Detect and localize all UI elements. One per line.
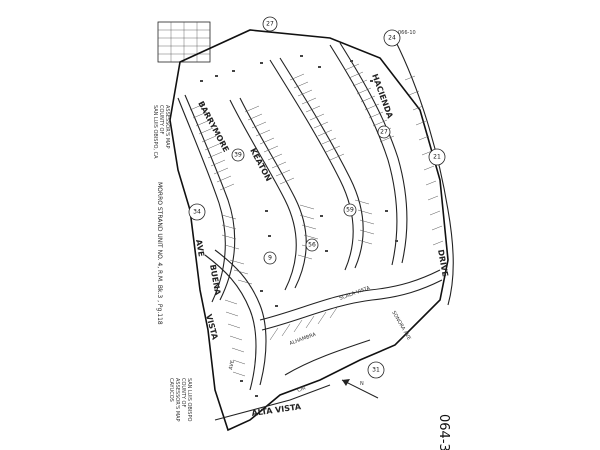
svg-text:SAN LUIS OBISPO: SAN LUIS OBISPO <box>186 378 192 421</box>
page-number: 064-33 <box>436 414 451 450</box>
svg-text:31: 31 <box>372 367 380 374</box>
label-alhambra: ALHAMBRA <box>289 332 318 347</box>
road-drive <box>394 39 454 306</box>
label-buena: BUENA <box>208 264 222 297</box>
area-circle-34: 34 <box>188 203 206 221</box>
legend-line-3: SAN LUIS OBISPO, CA <box>152 105 158 159</box>
label-ave-lower: AVE <box>228 360 236 371</box>
road-barrymore <box>184 94 236 301</box>
area-circle-27: 27 <box>262 16 278 32</box>
label-barrymore: BARRYMORE <box>196 100 230 154</box>
north-label: N <box>360 381 364 387</box>
label-alta-vista: ALTA VISTA <box>251 402 302 418</box>
svg-text:21: 21 <box>433 154 441 161</box>
lot-marks <box>200 55 398 397</box>
svg-text:24: 24 <box>388 35 396 42</box>
area-circle-59: 59 <box>343 203 357 217</box>
label-circle: CIR <box>297 385 307 394</box>
road-alta-vista <box>214 384 331 421</box>
road-alhambra <box>284 339 371 376</box>
road-hacienda <box>329 44 398 266</box>
svg-text:CAYUCOS: CAYUCOS <box>168 378 174 402</box>
road-scala-vista <box>259 269 441 321</box>
area-circle-24: 24 <box>383 29 401 47</box>
map-boundary <box>169 29 449 432</box>
svg-text:27: 27 <box>380 129 388 136</box>
label-ave: AVE <box>194 239 206 258</box>
area-circle-31: 31 <box>367 361 385 379</box>
svg-text:39: 39 <box>234 152 242 159</box>
road-buena-vista <box>204 254 257 391</box>
legend-line-1: ASSESSOR'S MAP <box>164 105 170 149</box>
area-circle-9: 9 <box>263 251 277 265</box>
road-center <box>269 59 354 271</box>
svg-text:9: 9 <box>268 255 272 262</box>
bottom-left-note: CAYUCOS ASSESSOR'S MAP COUNTY OF SAN LUI… <box>168 378 192 422</box>
legend-line-2: COUNTY OF <box>158 105 164 134</box>
legend-box <box>157 21 211 63</box>
area-circle-56: 56 <box>305 238 319 252</box>
area-circle-27b: 27 <box>377 125 391 139</box>
label-scala-vista: SCALA VISTA <box>339 285 372 302</box>
area-circle-21: 21 <box>428 148 446 166</box>
subdivision-note: MORRO STRAND UNIT NO. 4, R.M. Bk.3 , Pg.… <box>156 182 163 325</box>
svg-text:27: 27 <box>266 21 274 28</box>
north-arrow-icon: N <box>341 379 379 399</box>
svg-text:56: 56 <box>308 242 316 249</box>
svg-text:ASSESSOR'S MAP: ASSESSOR'S MAP <box>174 378 180 422</box>
label-vista: VISTA <box>204 313 220 341</box>
svg-text:59: 59 <box>346 207 354 214</box>
road-keaton <box>229 99 297 291</box>
svg-text:COUNTY OF: COUNTY OF <box>180 378 186 407</box>
svg-text:34: 34 <box>193 209 201 216</box>
top-right-tag: 066-10 <box>398 30 416 36</box>
label-sonora: SONORA AVE <box>390 310 412 341</box>
vertical-legend: ASSESSOR'S MAP COUNTY OF SAN LUIS OBISPO… <box>152 105 170 159</box>
parcel-lots <box>189 63 444 377</box>
area-circle-39: 39 <box>231 148 245 162</box>
